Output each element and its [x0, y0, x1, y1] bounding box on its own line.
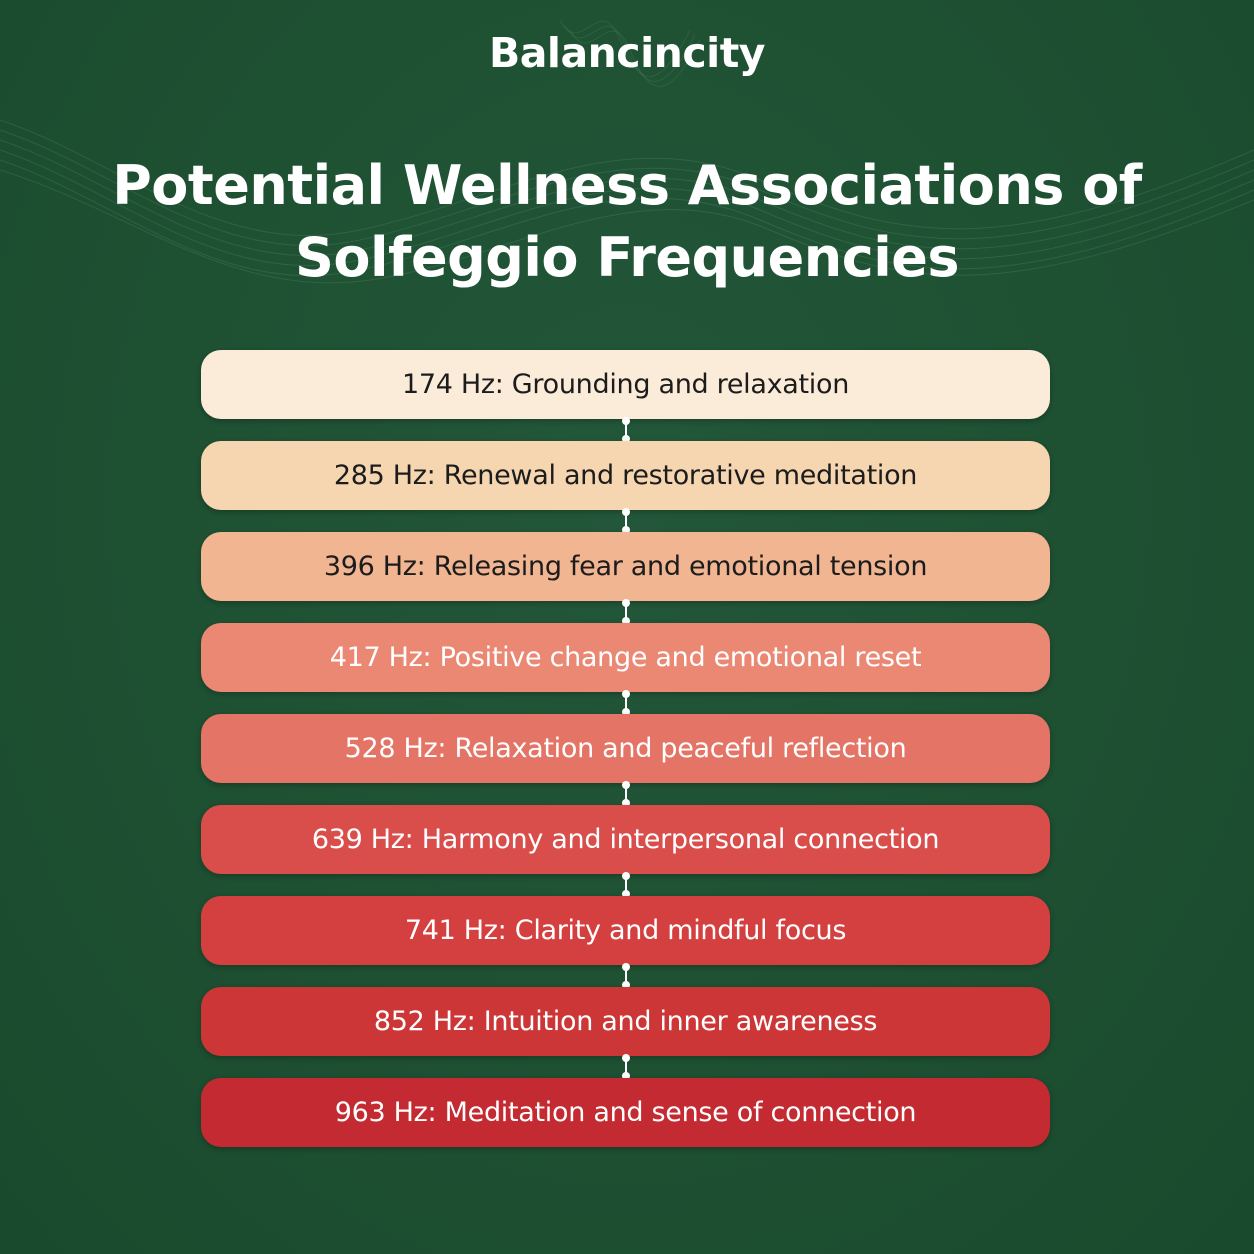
frequency-label: 852 Hz: Intuition and inner awareness: [373, 1006, 878, 1037]
frequency-item-417: 417 Hz: Positive change and emotional re…: [201, 623, 1050, 692]
frequency-item-174: 174 Hz: Grounding and relaxation: [201, 350, 1050, 419]
frequency-label: 741 Hz: Clarity and mindful focus: [404, 915, 847, 946]
title-line-2: Solfeggio Frequencies: [295, 226, 959, 289]
brand-logo-text: Balancincity: [488, 29, 766, 77]
frequency-item-963: 963 Hz: Meditation and sense of connecti…: [201, 1078, 1050, 1147]
frequency-label: 174 Hz: Grounding and relaxation: [401, 369, 850, 400]
frequency-item-285: 285 Hz: Renewal and restorative meditati…: [201, 441, 1050, 510]
frequency-item-741: 741 Hz: Clarity and mindful focus: [201, 896, 1050, 965]
frequency-label: 528 Hz: Relaxation and peaceful reflecti…: [344, 733, 907, 764]
connector: [201, 872, 1050, 898]
frequency-item-639: 639 Hz: Harmony and interpersonal connec…: [201, 805, 1050, 874]
frequency-label: 285 Hz: Renewal and restorative meditati…: [333, 460, 918, 491]
frequency-label: 963 Hz: Meditation and sense of connecti…: [334, 1097, 917, 1128]
connector: [201, 690, 1050, 716]
frequency-item-528: 528 Hz: Relaxation and peaceful reflecti…: [201, 714, 1050, 783]
page-title: Potential Wellness Associations of Solfe…: [0, 150, 1254, 294]
frequency-item-852: 852 Hz: Intuition and inner awareness: [201, 987, 1050, 1056]
connector: [201, 508, 1050, 534]
frequency-list: 174 Hz: Grounding and relaxation 285 Hz:…: [201, 350, 1050, 1147]
frequency-item-396: 396 Hz: Releasing fear and emotional ten…: [201, 532, 1050, 601]
connector: [201, 781, 1050, 807]
connector: [201, 599, 1050, 625]
connector: [201, 1054, 1050, 1080]
connector: [201, 417, 1050, 443]
title-line-1: Potential Wellness Associations of: [112, 154, 1142, 217]
connector: [201, 963, 1050, 989]
frequency-label: 417 Hz: Positive change and emotional re…: [329, 642, 922, 673]
frequency-label: 396 Hz: Releasing fear and emotional ten…: [323, 551, 928, 582]
frequency-label: 639 Hz: Harmony and interpersonal connec…: [311, 824, 940, 855]
